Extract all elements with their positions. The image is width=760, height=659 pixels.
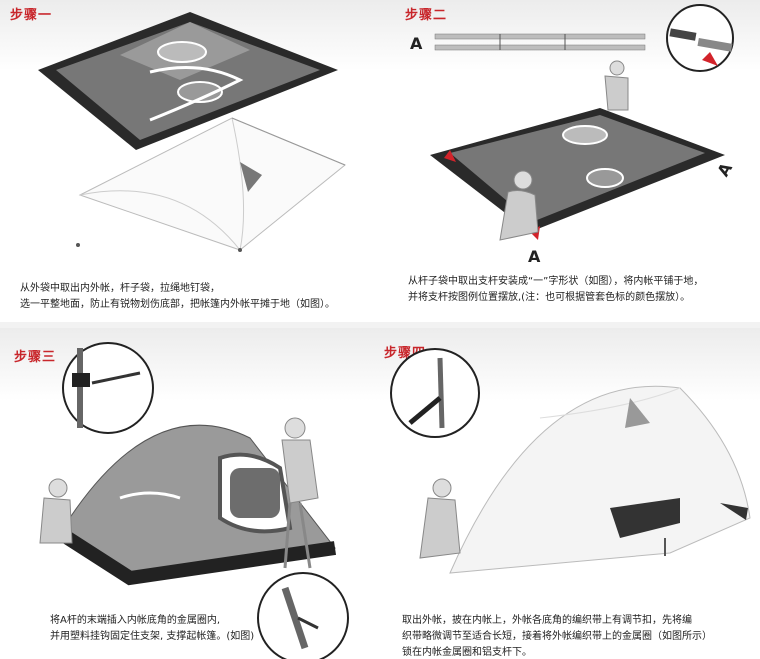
step-2-panel: 步骤二 A A A 从杆子袋中取出支杆安装成“一”字形状（如图），将内帐平铺于地… bbox=[380, 0, 760, 322]
step-1-illustration bbox=[0, 0, 380, 322]
caption-line: 并将支杆按图例位置摆放,(注：也可根据管套色标的颜色摆放）。 bbox=[408, 290, 703, 306]
step-4-panel: 步骤四 取出外帐，披在内帐上，外帐各底角的编织带上有调节扣，先将编 织带略微调节… bbox=[380, 328, 760, 659]
caption-line: 将A杆的末端插入内帐底角的金属圈内, bbox=[50, 613, 254, 629]
step-3-panel: 步骤三 将A杆的末端插入内帐底角的金属圈内, 并用塑料挂钩固定住支架, 支撑起帐… bbox=[0, 328, 380, 659]
step-1-caption: 从外袋中取出内外帐，杆子袋，拉绳地钉袋， 选一平整地面，防止有锐物划伤底部，把帐… bbox=[20, 281, 335, 313]
caption-line: 锁在内帐金属圈和铝支杆下。 bbox=[402, 645, 712, 659]
caption-line: 取出外帐，披在内帐上，外帐各底角的编织带上有调节扣，先将编 bbox=[402, 613, 712, 629]
step-4-illustration bbox=[380, 328, 760, 659]
step-3-caption: 将A杆的末端插入内帐底角的金属圈内, 并用塑料挂钩固定住支架, 支撑起帐篷。(如… bbox=[50, 613, 254, 645]
caption-line: 织带略微调节至适合长短，接着将外帐编织带上的金属圈（如图所示） bbox=[402, 629, 712, 645]
svg-text:A: A bbox=[528, 247, 541, 266]
step-1-panel: 步骤一 从外袋中取出内外帐，杆子袋，拉绳地钉袋， 选一平整地面，防止有锐物划伤底… bbox=[0, 0, 380, 322]
step-2-caption: 从杆子袋中取出支杆安装成“一”字形状（如图），将内帐平铺于地， 并将支杆按图例位… bbox=[408, 274, 703, 306]
svg-text:A: A bbox=[713, 159, 736, 180]
caption-line: 选一平整地面，防止有锐物划伤底部，把帐篷内外帐平摊于地（如图）。 bbox=[20, 297, 335, 313]
caption-line: 从杆子袋中取出支杆安装成“一”字形状（如图），将内帐平铺于地， bbox=[408, 274, 703, 290]
step-3-illustration bbox=[0, 328, 380, 659]
step-4-caption: 取出外帐，披在内帐上，外帐各底角的编织带上有调节扣，先将编 织带略微调节至适合长… bbox=[402, 613, 712, 659]
caption-line: 从外袋中取出内外帐，杆子袋，拉绳地钉袋， bbox=[20, 281, 335, 297]
caption-line: 并用塑料挂钩固定住支架, 支撑起帐篷。(如图) bbox=[50, 629, 254, 645]
